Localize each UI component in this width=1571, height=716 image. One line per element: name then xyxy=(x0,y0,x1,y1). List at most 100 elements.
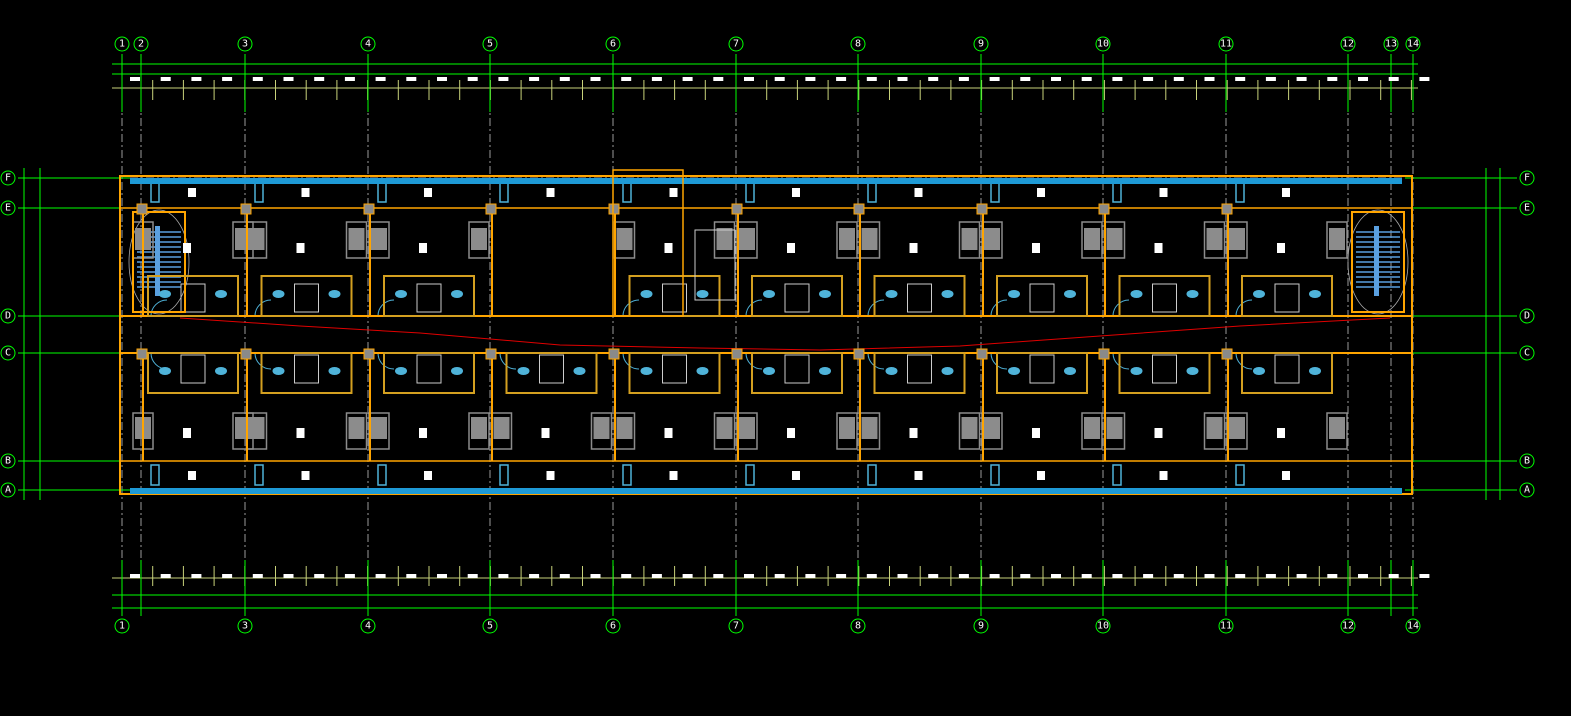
column xyxy=(731,203,743,215)
door-swing xyxy=(150,352,168,370)
balcony-label xyxy=(1282,471,1290,480)
bed xyxy=(1326,221,1348,259)
grid-bubble-left-B xyxy=(0,453,16,469)
dimension-text xyxy=(989,574,1000,578)
bed-fill xyxy=(739,417,755,439)
toilet-fixture xyxy=(159,367,171,375)
shower-fixture xyxy=(1029,354,1055,384)
shower-fixture xyxy=(1152,283,1177,313)
dimension-text xyxy=(222,574,233,578)
bed-fill xyxy=(716,417,733,439)
bed xyxy=(345,221,368,259)
grid-bubble-right-F xyxy=(1519,170,1535,186)
sink-fixture xyxy=(215,290,227,298)
bathroom-wall xyxy=(873,352,966,394)
balcony-label xyxy=(188,471,196,480)
bed-fill xyxy=(348,417,365,439)
column xyxy=(485,203,497,215)
dimension-text xyxy=(1419,77,1430,81)
dimension-text xyxy=(1358,77,1368,81)
door-swing xyxy=(990,352,1008,370)
column xyxy=(363,203,375,215)
bathroom-wall xyxy=(260,352,353,394)
room-label xyxy=(183,243,191,253)
bed xyxy=(468,412,490,450)
shower-fixture xyxy=(1029,283,1055,313)
toilet-fixture xyxy=(763,290,775,298)
grid-bubble-top-11 xyxy=(1218,36,1234,52)
dimension-text xyxy=(529,77,540,81)
dimension-text xyxy=(1081,77,1092,81)
door-swing xyxy=(254,352,272,370)
sink-fixture xyxy=(451,367,463,375)
grid-bubble-top-10 xyxy=(1095,36,1111,52)
bathroom-wall xyxy=(505,352,598,394)
balcony-fixture xyxy=(745,464,755,486)
grid-bubble-bottom-3-label: 3 xyxy=(242,621,248,632)
stair-core xyxy=(132,211,186,313)
grid-bubble-top-4-label: 4 xyxy=(365,39,371,50)
grid-bubble-left-E-label: E xyxy=(5,203,11,214)
bathroom-wall xyxy=(1118,352,1211,394)
grid-bubble-top-5 xyxy=(482,36,498,52)
grid-bubble-bottom-10 xyxy=(1095,618,1111,634)
grid-bubble-left-F-label: F xyxy=(5,173,11,184)
dimension-text xyxy=(928,77,939,81)
grid-bubble-bottom-9 xyxy=(973,618,989,634)
dimension-text xyxy=(651,77,662,81)
dimension-text xyxy=(314,574,325,578)
room-label xyxy=(1277,243,1285,253)
column xyxy=(976,348,988,360)
walls-layer xyxy=(119,169,1413,495)
balcony-fixture xyxy=(745,181,755,203)
grid-bubble-top-9 xyxy=(973,36,989,52)
dimension-text xyxy=(1265,77,1276,81)
door-swing xyxy=(867,352,885,370)
bed-fill xyxy=(248,228,265,250)
bed xyxy=(1081,221,1103,259)
toilet-fixture xyxy=(517,367,530,375)
column xyxy=(608,348,620,360)
balcony-label xyxy=(1037,471,1045,480)
bed xyxy=(958,412,981,450)
dimension-text xyxy=(621,574,632,578)
grid-bubble-top-10-label: 10 xyxy=(1097,39,1109,50)
sink-fixture xyxy=(696,290,709,298)
toilet-fixture xyxy=(1253,290,1265,298)
dimension-text xyxy=(406,77,417,81)
bed-fill xyxy=(1206,417,1223,439)
balcony-fixture xyxy=(254,181,264,203)
shower-fixture xyxy=(1274,283,1300,313)
room-label xyxy=(909,243,918,253)
sink-fixture xyxy=(1309,290,1321,298)
door-swing xyxy=(990,299,1008,317)
dimension-text xyxy=(314,77,325,81)
exterior-wall xyxy=(119,175,1413,495)
balcony-fixture xyxy=(990,464,1000,486)
bed-fill xyxy=(1084,417,1100,439)
grid-bubble-left-D xyxy=(0,308,16,324)
grid-bubble-bottom-14-label: 14 xyxy=(1407,621,1419,632)
balcony-fixture xyxy=(499,181,509,203)
window-strip-south xyxy=(130,488,1402,494)
dimension-text xyxy=(467,574,478,578)
bed-fill xyxy=(1229,228,1245,250)
grid-bubble-bottom-3 xyxy=(237,618,253,634)
shower-fixture xyxy=(294,283,319,313)
bathroom-wall xyxy=(1118,275,1211,317)
dimension-text xyxy=(1265,574,1276,578)
bed-fill xyxy=(348,228,365,250)
grid-bubble-right-D-label: D xyxy=(1524,311,1530,322)
bed-fill xyxy=(1106,228,1123,250)
toilet-fixture xyxy=(395,367,407,375)
bed-fill xyxy=(616,417,633,439)
room-label xyxy=(1277,428,1285,438)
grid-bubble-bottom-5 xyxy=(482,618,498,634)
bed-fill xyxy=(961,228,978,250)
bathroom-wall xyxy=(873,275,966,317)
shower-fixture xyxy=(294,354,319,384)
door-swing xyxy=(1235,352,1253,370)
grid-bubble-bottom-5-label: 5 xyxy=(487,621,493,632)
grid-bubble-top-5-label: 5 xyxy=(487,39,493,50)
room-label xyxy=(1032,428,1040,438)
